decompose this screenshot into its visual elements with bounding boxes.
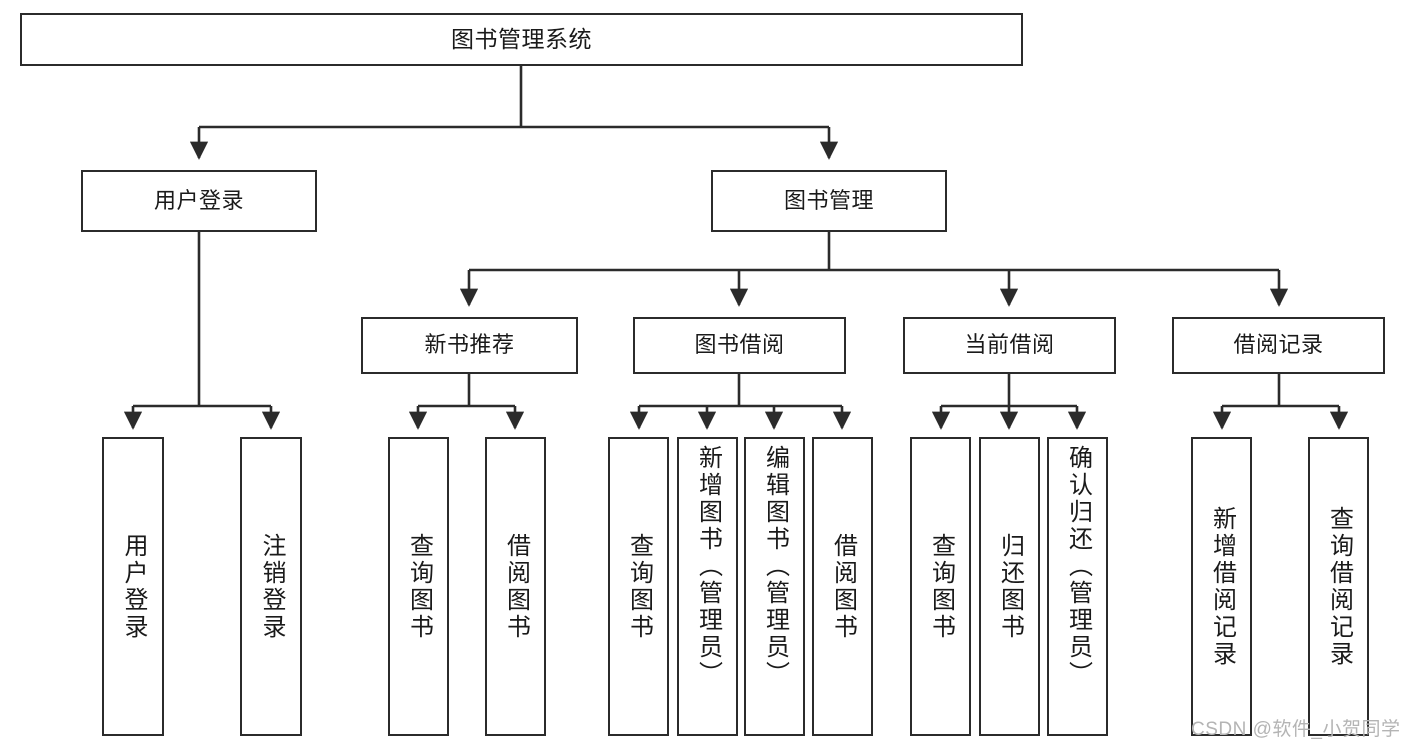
- node-label: 确认归还（管理员）: [1064, 445, 1092, 688]
- leaf-query-borrow-record[interactable]: 查询借阅记录: [1308, 437, 1369, 736]
- node-label: 新增借阅记录: [1208, 505, 1236, 668]
- node-borrow-record[interactable]: 借阅记录: [1172, 317, 1385, 374]
- leaf-return-book[interactable]: 归还图书: [979, 437, 1040, 736]
- node-label: 查询图书: [625, 532, 653, 641]
- leaf-query-book-recommend[interactable]: 查询图书: [388, 437, 449, 736]
- node-label: 图书管理: [783, 187, 874, 213]
- node-label: 归还图书: [996, 532, 1024, 641]
- node-label: 查询借阅记录: [1325, 505, 1353, 668]
- node-label: 图书借阅: [694, 332, 785, 358]
- node-label: 新书推荐: [424, 332, 515, 358]
- node-label: 图书管理系统: [451, 25, 592, 52]
- leaf-query-book-borrow[interactable]: 查询图书: [608, 437, 669, 736]
- node-label: 查询图书: [405, 532, 433, 641]
- node-label: 借阅图书: [502, 532, 530, 641]
- leaf-borrow-book-recommend[interactable]: 借阅图书: [485, 437, 546, 736]
- node-user-login[interactable]: 用户登录: [81, 170, 317, 232]
- leaf-add-book-admin[interactable]: 新增图书（管理员）: [677, 437, 738, 736]
- node-new-book-recommend[interactable]: 新书推荐: [361, 317, 578, 374]
- node-book-management[interactable]: 图书管理: [711, 170, 947, 232]
- node-label: 当前借阅: [964, 332, 1055, 358]
- leaf-logout-login[interactable]: 注销登录: [240, 437, 302, 736]
- node-label: 查询图书: [927, 532, 955, 641]
- leaf-confirm-return-admin[interactable]: 确认归还（管理员）: [1047, 437, 1108, 736]
- node-label: 注销登录: [258, 532, 285, 641]
- node-label: 新增图书（管理员）: [694, 445, 722, 688]
- node-book-borrow[interactable]: 图书借阅: [633, 317, 846, 374]
- node-label: 借阅记录: [1233, 332, 1324, 358]
- leaf-borrow-book[interactable]: 借阅图书: [812, 437, 873, 736]
- node-current-borrow[interactable]: 当前借阅: [903, 317, 1116, 374]
- leaf-user-login[interactable]: 用户登录: [102, 437, 164, 736]
- leaf-query-book-current[interactable]: 查询图书: [910, 437, 971, 736]
- node-label: 编辑图书（管理员）: [761, 445, 789, 688]
- node-root-system[interactable]: 图书管理系统: [20, 13, 1023, 66]
- leaf-edit-book-admin[interactable]: 编辑图书（管理员）: [744, 437, 805, 736]
- leaf-add-borrow-record[interactable]: 新增借阅记录: [1191, 437, 1252, 736]
- node-label: 用户登录: [153, 187, 244, 213]
- watermark: CSDN @软件_小贺同学: [1191, 719, 1401, 740]
- node-label: 用户登录: [120, 532, 147, 641]
- node-label: 借阅图书: [829, 532, 857, 641]
